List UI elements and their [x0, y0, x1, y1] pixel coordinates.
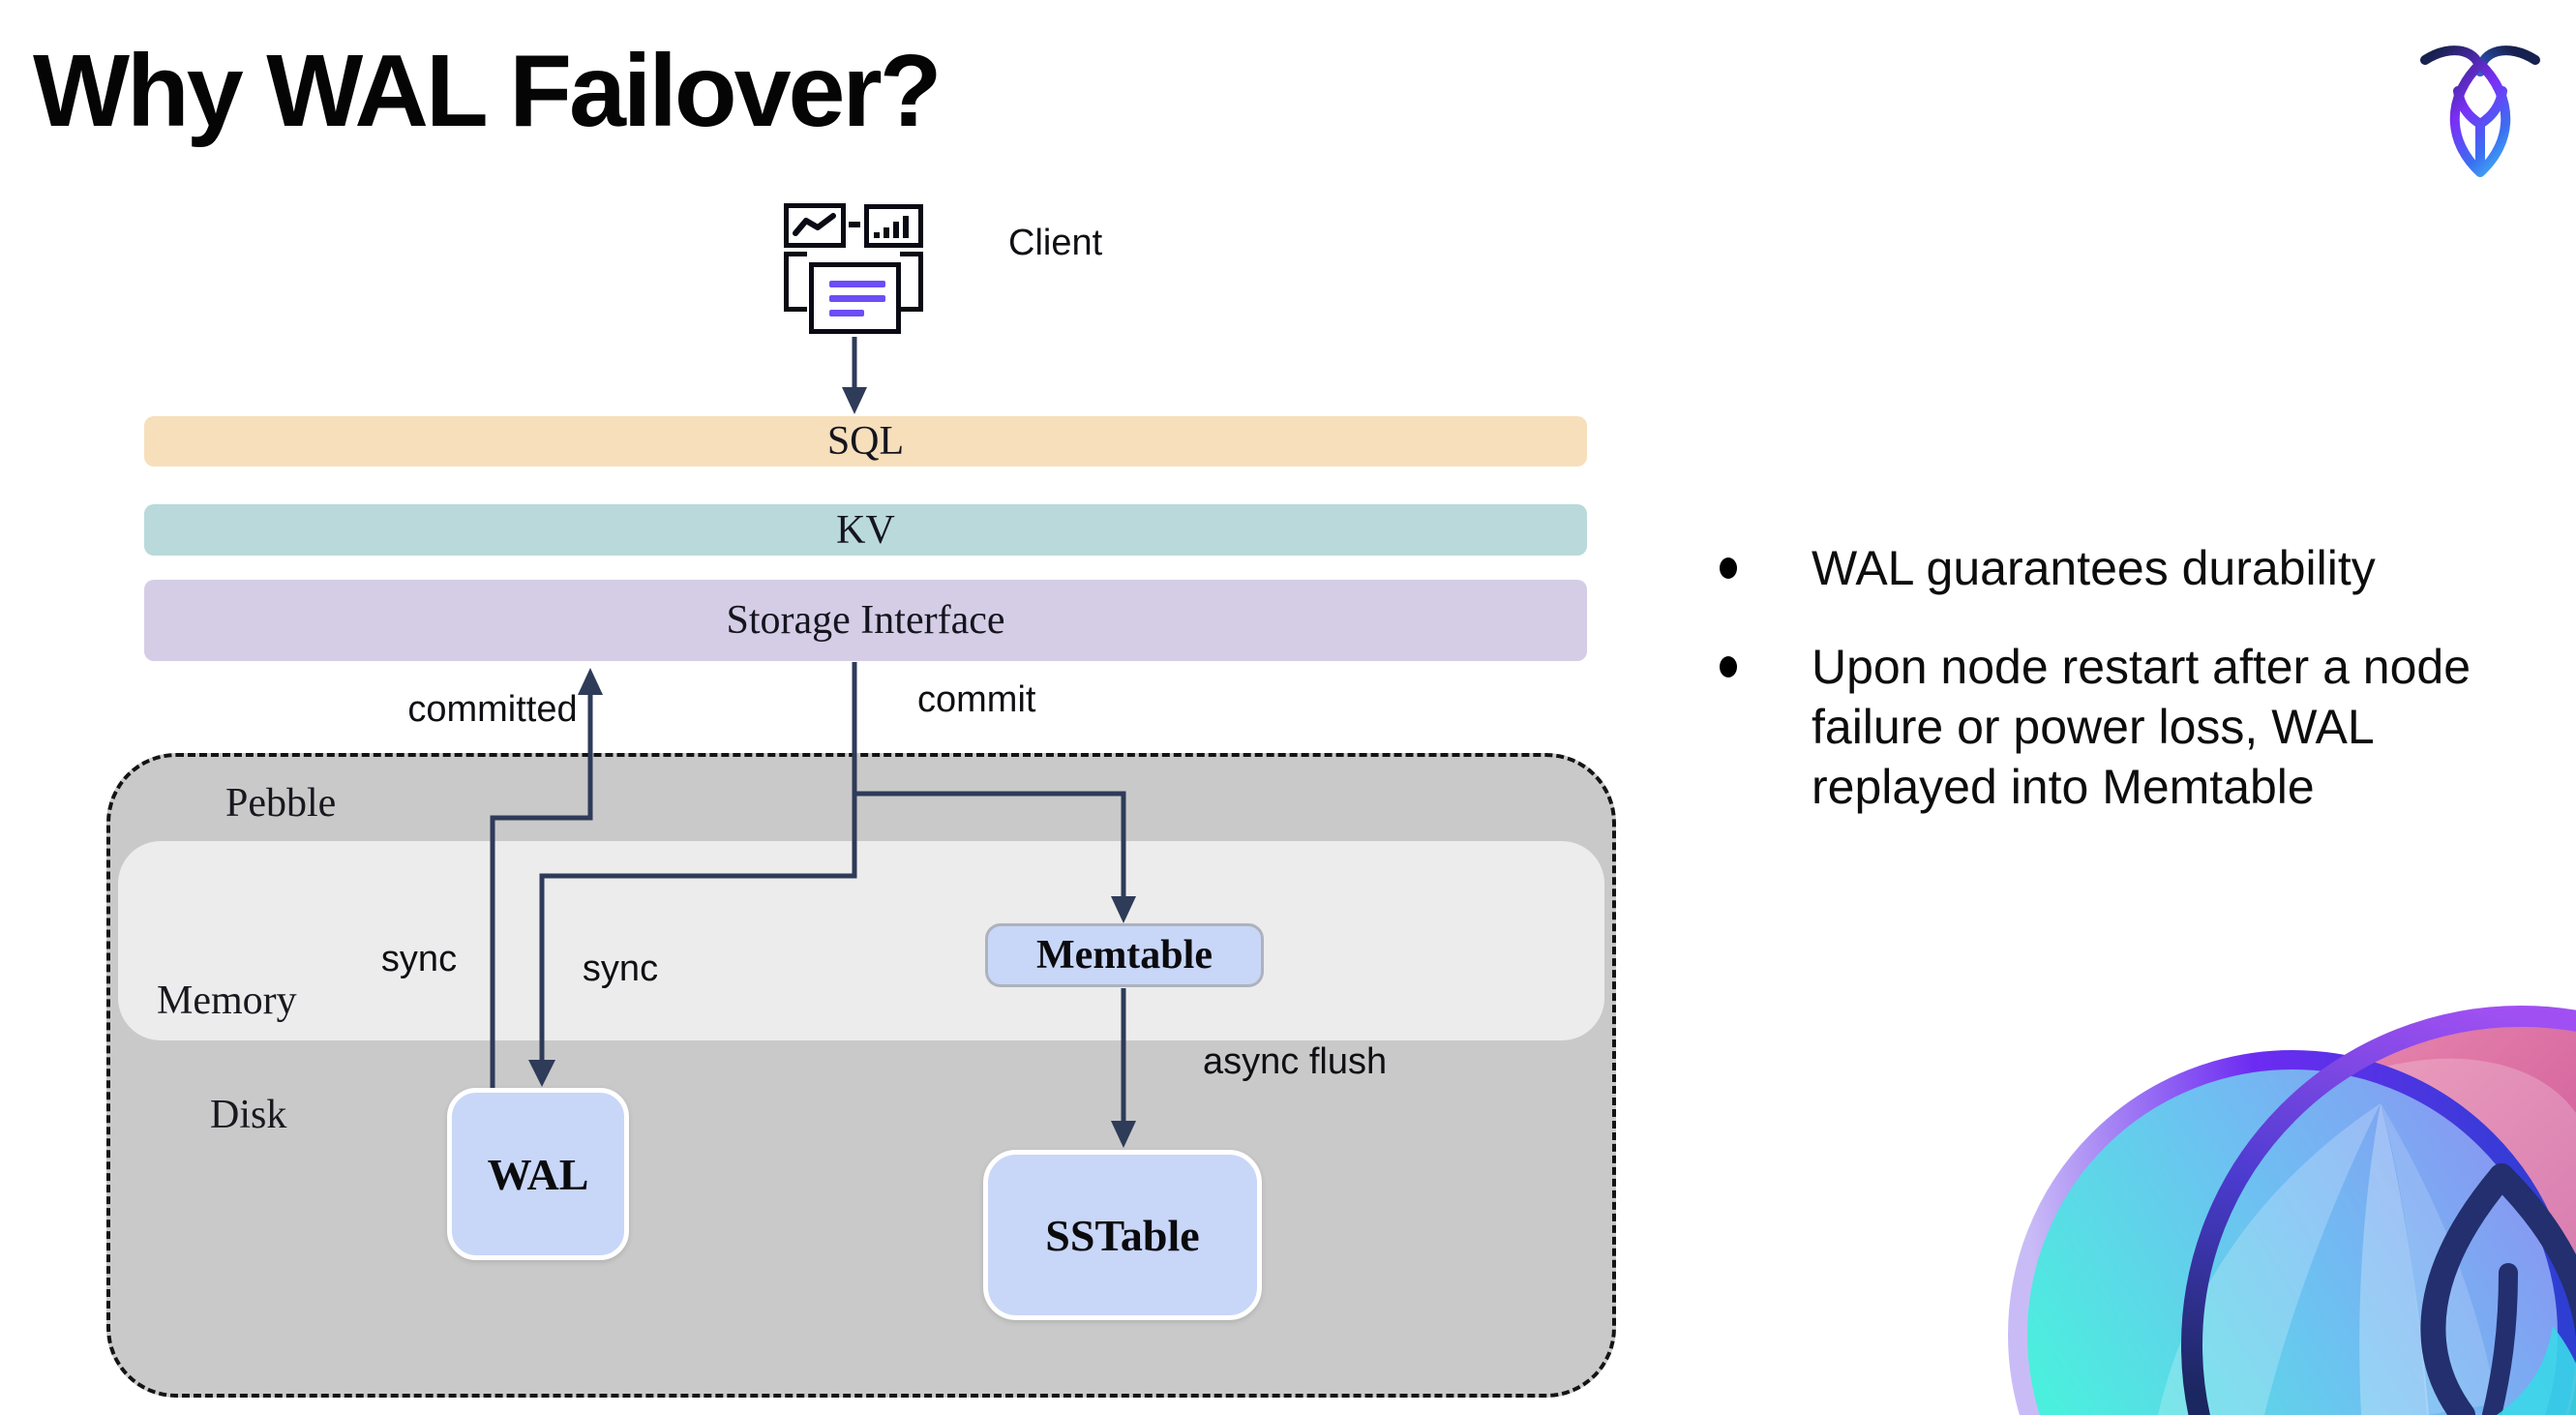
terminal-bracket-right-icon: [900, 252, 923, 312]
layer-kv: KV: [144, 504, 1587, 556]
node-sstable: SSTable: [983, 1150, 1262, 1320]
node-memtable: Memtable: [985, 923, 1264, 987]
layer-storage-interface-label: Storage Interface: [726, 598, 1005, 643]
edge-client-to-sql: [842, 337, 867, 414]
disk-label: Disk: [210, 1093, 287, 1137]
layer-sql-label: SQL: [826, 419, 905, 464]
cockroachdb-logo-icon: [2420, 45, 2540, 177]
client-label: Client: [1008, 223, 1103, 263]
bar-chart-icon: [864, 204, 923, 248]
bullet-dot-icon: [1720, 557, 1737, 579]
bullet-dot-icon: [1720, 656, 1737, 677]
page-title: Why WAL Failover?: [33, 34, 942, 148]
node-wal: WAL: [447, 1088, 629, 1260]
brand-corner-art: [2008, 1006, 2576, 1415]
bullet-item: WAL guarantees durability: [1703, 538, 2574, 598]
edge-label-sync-right: sync: [582, 948, 659, 989]
layer-kv-label: KV: [836, 507, 895, 553]
node-sstable-label: SSTable: [1045, 1210, 1200, 1260]
document-icon: [809, 262, 901, 334]
pebble-label: Pebble: [225, 781, 337, 826]
edge-label-async-flush: async flush: [1203, 1041, 1388, 1082]
edge-label-committed: committed: [407, 689, 578, 730]
edge-label-sync-left: sync: [380, 939, 458, 979]
edge-label-commit: commit: [917, 679, 1036, 720]
node-memtable-label: Memtable: [1036, 933, 1213, 978]
icon-connector-dash: [849, 222, 860, 227]
terminal-bracket-left-icon: [784, 252, 807, 312]
layer-storage-interface: Storage Interface: [144, 580, 1587, 661]
node-wal-label: WAL: [487, 1149, 589, 1199]
bullet-text: WAL guarantees durability: [1812, 541, 2376, 595]
bullet-list: WAL guarantees durability Upon node rest…: [1703, 538, 2574, 817]
layer-sql: SQL: [144, 416, 1587, 467]
bullet-text: Upon node restart after a node failure o…: [1812, 640, 2471, 814]
line-chart-icon: [784, 203, 846, 248]
bullet-item: Upon node restart after a node failure o…: [1703, 637, 2574, 817]
memory-band: [118, 841, 1604, 1040]
memory-label: Memory: [157, 978, 297, 1023]
